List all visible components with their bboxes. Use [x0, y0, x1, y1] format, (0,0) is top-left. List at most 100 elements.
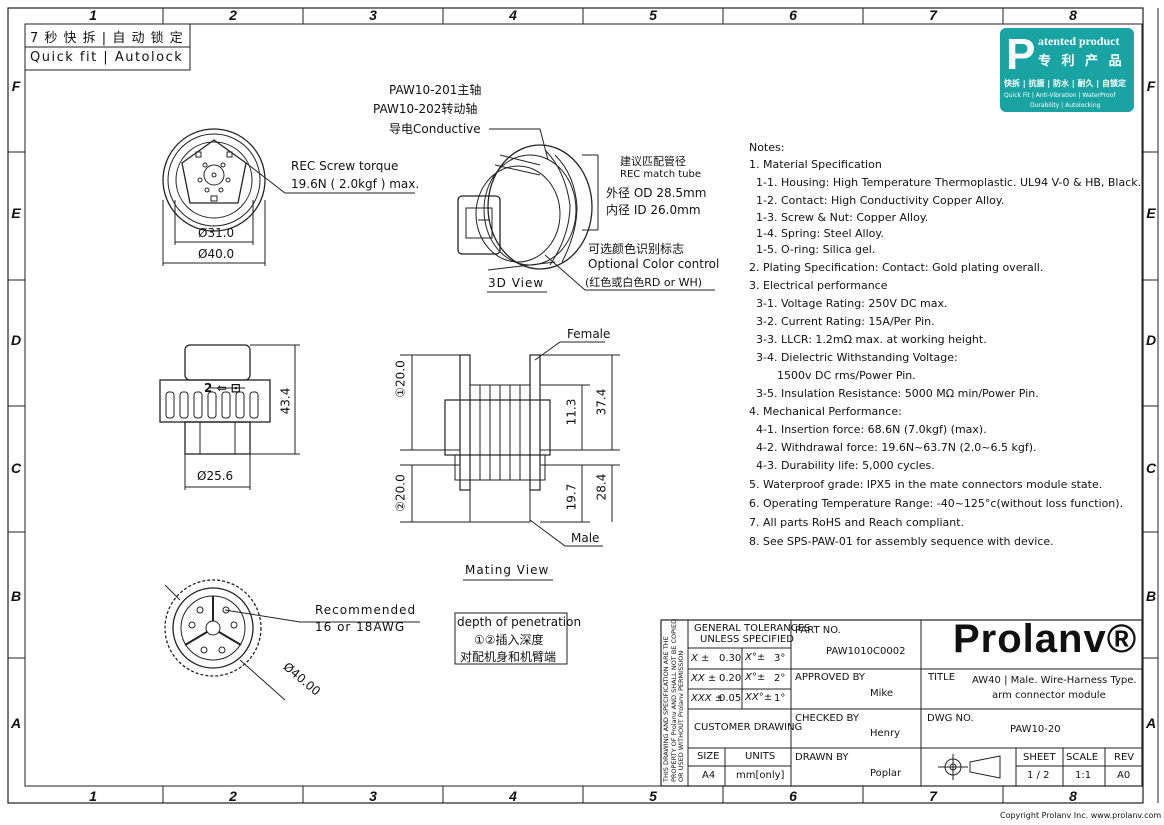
notes-line: Notes: [749, 141, 785, 154]
notes-line: 4-3. Durability life: 5,000 cycles. [749, 459, 935, 472]
tol-lin-value: 0.05 [719, 693, 742, 704]
tol-lin-value: 0.30 [719, 653, 742, 664]
zone-col-2-top: 2 [229, 7, 237, 23]
title-line-1: AW40 | Male. Wire-Harness Type. [972, 675, 1137, 686]
zone-col-1-top: 1 [89, 7, 97, 23]
zone-col-6-bottom: 6 [789, 788, 797, 804]
awg-label: 16 or 18AWG [315, 620, 406, 634]
corner-box-cn: 7 秒 快 拆 | 自 动 锁 定 [30, 31, 184, 46]
units-value: mm[only] [736, 770, 785, 781]
tol-ang-label: X°± [745, 652, 766, 663]
zone-row-c-right: C [1145, 460, 1157, 476]
dim-inner-diameter: Ø31.0 [198, 226, 235, 240]
tol-ang-label: XX°± [745, 692, 773, 703]
rear-view-drawing [164, 579, 420, 701]
patent-badge: P atented product 专 利 产 品 快拆 | 抗振 | 防水 |… [1000, 28, 1134, 112]
zone-col-1-bottom: 1 [89, 788, 97, 804]
sheet-value: 1 / 2 [1027, 770, 1050, 781]
part-no-value: PAW1010C0002 [826, 646, 906, 657]
copyright: Copyright Prolanv Inc. www.prolanv.com [1000, 811, 1162, 820]
recommended-label: Recommended [315, 603, 417, 617]
notes-line: 1-5. O-ring: Silica gel. [749, 243, 876, 256]
notes-line: 3. Electrical performance [749, 279, 888, 292]
patent-line2: 专 利 产 品 [1038, 54, 1125, 69]
zone-col-5-top: 5 [649, 7, 657, 23]
notes-line: 4. Mechanical Performance: [749, 405, 902, 418]
tube-id: 内径 ID 26.0mm [606, 203, 701, 217]
match-tube-cn: 建议匹配管径 [620, 155, 686, 168]
customer-drawing: CUSTOMER DRAWING [694, 722, 803, 733]
notes-line: 1500v DC rms/Power Pin. [749, 369, 916, 382]
tol-ang-label: X°± [745, 672, 766, 683]
rev-label: REV [1114, 752, 1135, 763]
zone-row-f-left: F [11, 78, 21, 94]
tol-ang-value: 3° [774, 653, 786, 664]
notes-line: 5. Waterproof grade: IPX5 in the mate co… [749, 478, 1103, 491]
dwg-label: DWG NO. [927, 713, 974, 724]
side-view-drawing [159, 344, 300, 490]
color-option-values: (红色或白色RD or WH) [585, 276, 703, 289]
checked-value: Henry [870, 728, 901, 739]
gen-tol-1: GENERAL TOLERANCES [694, 623, 811, 634]
notes-line: 1-2. Contact: High Conductivity Copper A… [749, 194, 1005, 207]
patent-line5: Durability | Autolocking [1030, 102, 1101, 109]
drawn-value: Poplar [870, 768, 902, 779]
patent-line3: 快拆 | 抗振 | 防水 | 耐久 | 自锁定 [1004, 79, 1126, 88]
size-value: A4 [702, 770, 716, 781]
tol-ang-value: 1° [774, 693, 786, 704]
zone-row-e-right: E [1146, 205, 1156, 221]
zone-col-4-bottom: 4 [509, 788, 517, 804]
depth-box-line3: 对配机身和机臂端 [460, 650, 557, 664]
notes-line: 3-5. Insulation Resistance: 5000 MΩ min/… [749, 387, 1039, 400]
approved-label: APPROVED BY [795, 672, 866, 683]
patent-letter: P [1006, 30, 1036, 79]
depth-box-line2: ①②插入深度 [474, 633, 544, 647]
property-notice-line: OR USED WITHOUT Prolanv PERMISSION [677, 650, 685, 782]
notes-line: 2. Plating Specification: Contact: Gold … [749, 261, 1044, 274]
rev-value: A0 [1117, 770, 1131, 781]
notes-line: 1-4. Spring: Steel Alloy. [749, 227, 884, 240]
torque-label-1: REC Screw torque [291, 159, 399, 173]
dim-side-diameter: Ø25.6 [197, 469, 234, 483]
zone-row-d-left: D [10, 332, 22, 348]
approved-value: Mike [870, 688, 893, 699]
zone-col-7-bottom: 7 [929, 788, 937, 804]
zone-row-b-left: B [10, 588, 22, 604]
tol-lin-value: 0.20 [719, 673, 742, 684]
zone-row-a-right: A [1145, 715, 1157, 731]
units-label: UNITS [745, 751, 776, 762]
part-no-label: PART NO. [795, 625, 841, 636]
dim-outer-diameter: Ø40.0 [198, 247, 235, 261]
notes-line: 4-1. Insertion force: 68.6N (7.0kgf) (ma… [749, 423, 987, 436]
zone-col-6-top: 6 [789, 7, 797, 23]
mating-view-drawing [400, 341, 620, 581]
axis-202-label: PAW10-202转动轴 [373, 102, 478, 116]
zone-col-3-top: 3 [369, 7, 377, 23]
notes-line: 1. Material Specification [749, 158, 882, 171]
color-option-en: Optional Color control [588, 257, 720, 271]
sheet-label: SHEET [1023, 752, 1056, 763]
notes-line: 3-1. Voltage Rating: 250V DC max. [749, 297, 948, 310]
dim-height: 43.4 [278, 387, 293, 415]
company-logo: Prolanv® [953, 617, 1138, 661]
male-label: Male [571, 531, 600, 545]
zone-row-c-left: C [10, 460, 22, 476]
dim-28-4: 28.4 [594, 473, 609, 501]
size-label: SIZE [697, 751, 720, 762]
notes-line: 8. See SPS-PAW-01 for assembly sequence … [749, 535, 1054, 548]
torque-label-2: 19.6N ( 2.0kgf ) max. [291, 177, 420, 191]
drawn-label: DRAWN BY [795, 752, 849, 763]
notes-line: 3-2. Current Rating: 15A/Per Pin. [749, 315, 935, 328]
tol-lin-label: XXX ± [691, 693, 724, 704]
zone-row-b-right: B [1145, 588, 1157, 604]
zone-row-a-left: A [10, 715, 22, 731]
notes-line: 3-4. Dielectric Withstanding Voltage: [749, 351, 958, 364]
tol-lin-label: XX ± [691, 673, 717, 684]
front-view-drawing [162, 128, 415, 266]
dim-depth-1: ①20.0 [393, 360, 408, 398]
tube-od: 外径 OD 28.5mm [606, 186, 707, 200]
scale-value: 1:1 [1075, 770, 1092, 781]
dim-depth-2: ②20.0 [393, 474, 408, 512]
dim-11-3: 11.3 [564, 398, 579, 426]
